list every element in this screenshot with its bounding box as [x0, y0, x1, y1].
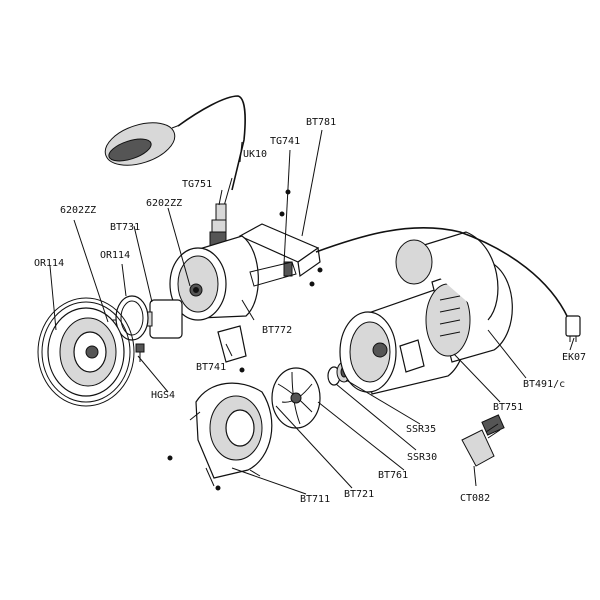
plug-ek07	[565, 315, 581, 342]
fasteners	[167, 189, 323, 491]
label-ssr35: SSR35	[406, 424, 436, 435]
label-6202zz-mid: 6202ZZ	[146, 198, 182, 209]
label-tg741: TG741	[270, 136, 300, 147]
power-cable	[315, 227, 569, 319]
float-cable-strain	[223, 177, 233, 207]
label-bt751: BT751	[493, 402, 523, 413]
screw-hgs4	[135, 343, 145, 362]
elbow-ct082	[461, 414, 505, 467]
label-bt781: BT781	[306, 117, 336, 128]
outer-case-bt491c	[395, 231, 499, 321]
float-switch	[104, 122, 181, 166]
label-bt721: BT721	[344, 489, 374, 500]
cable-gland-tg751	[209, 203, 227, 247]
label-bt731: BT731	[110, 222, 140, 233]
label-bt491c: BT491/c	[523, 379, 565, 390]
label-uk10: UK10	[243, 149, 267, 160]
label-6202zz-left: 6202ZZ	[60, 205, 96, 216]
float-cable	[177, 95, 246, 191]
label-ssr30: SSR30	[407, 452, 437, 463]
label-tg751: TG751	[182, 179, 212, 190]
label-hgs4: HGS4	[151, 390, 175, 401]
label-bt772: BT772	[262, 325, 292, 336]
pointer-tg741	[283, 149, 291, 265]
label-ct082: CT082	[460, 493, 490, 504]
label-bt761: BT761	[378, 470, 408, 481]
label-bt741: BT741	[196, 362, 226, 373]
front-cover	[41, 301, 131, 403]
pointer-bt781	[301, 129, 323, 237]
leader-lines	[49, 141, 575, 495]
pump-housing-bt711	[189, 382, 273, 487]
label-or114-mid: OR114	[100, 250, 130, 261]
pointer-tg751	[218, 189, 223, 206]
o-ring-or114-left	[37, 297, 135, 407]
label-bt711: BT711	[300, 494, 330, 505]
label-ek07: EK07	[562, 352, 586, 363]
label-or114-left: OR114	[34, 258, 64, 269]
impeller-bt721	[271, 367, 321, 429]
capacitor-bt741	[217, 325, 247, 363]
